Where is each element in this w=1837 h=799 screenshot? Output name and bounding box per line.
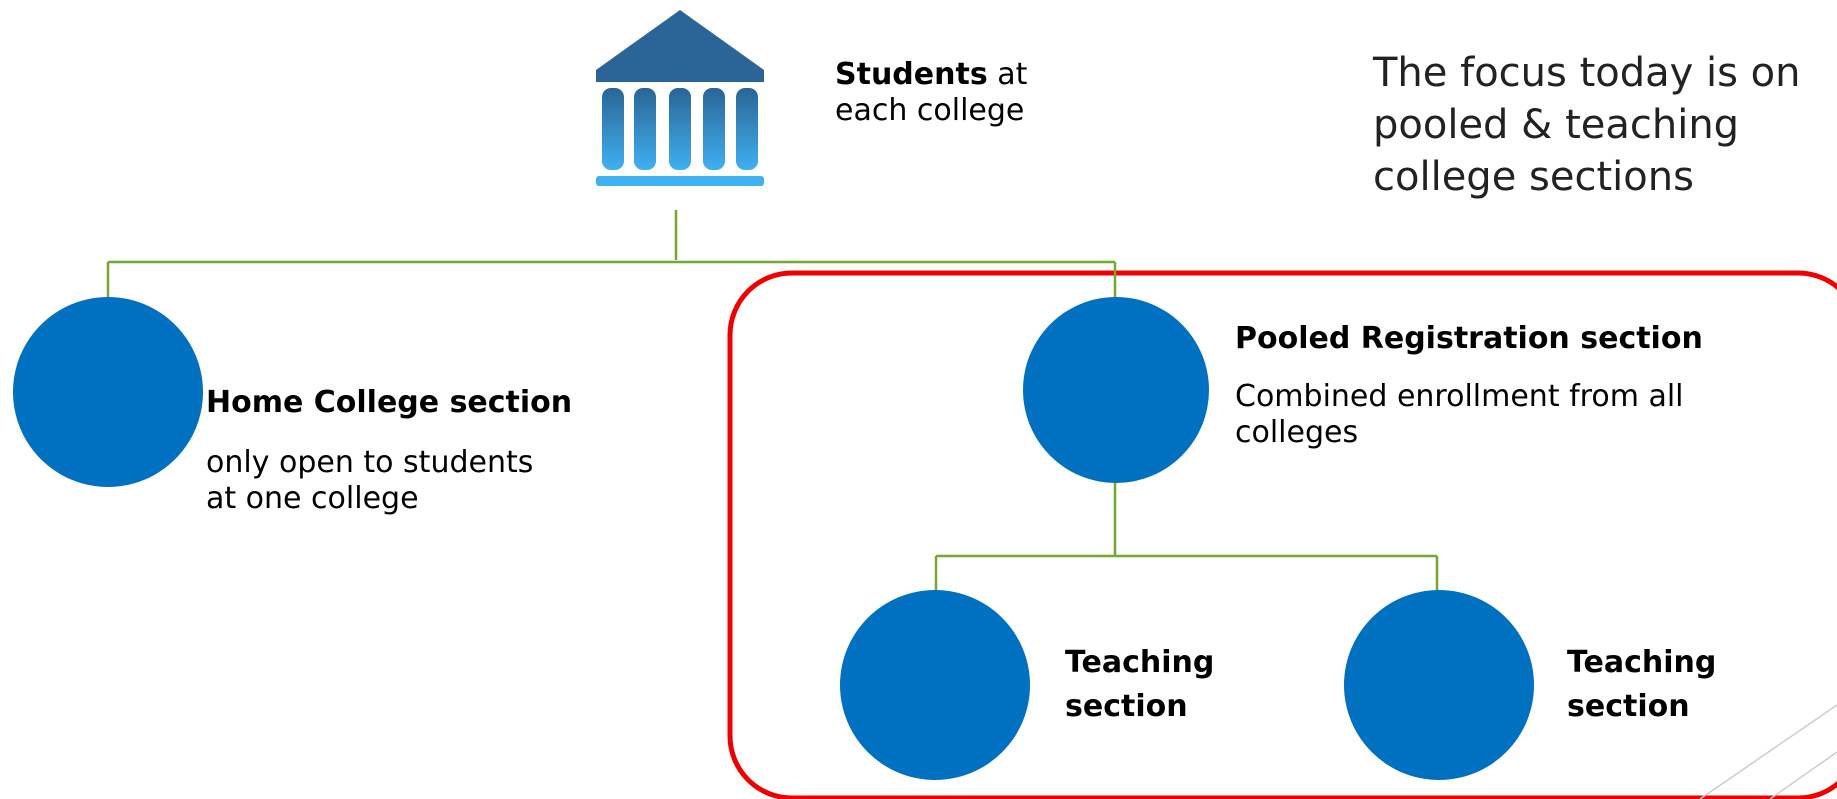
focus-note-line2: pooled & teaching bbox=[1373, 102, 1740, 148]
focus-note-line1: The focus today is on bbox=[1373, 50, 1801, 96]
pooled-desc-line1: Combined enrollment from all bbox=[1235, 379, 1684, 414]
bank-building-icon bbox=[594, 8, 766, 188]
students-title-rest: at bbox=[987, 57, 1028, 92]
pooled-title: Pooled Registration section bbox=[1235, 321, 1703, 356]
home-college-title: Home College section bbox=[206, 385, 573, 420]
home-college-desc-line1: only open to students bbox=[206, 445, 534, 480]
teaching-section-left-node bbox=[840, 590, 1030, 780]
home-college-desc-line2: at one college bbox=[206, 481, 419, 516]
teaching-right-line1: Teaching bbox=[1567, 645, 1717, 680]
students-label: Students at bbox=[835, 57, 1027, 93]
teaching-section-right-node bbox=[1344, 590, 1534, 780]
decorative-corner-line bbox=[1769, 751, 1837, 799]
students-subtitle: each college bbox=[835, 93, 1025, 128]
focus-highlight-box bbox=[727, 270, 1837, 799]
teaching-left-line2: section bbox=[1065, 689, 1188, 724]
pooled-registration-node bbox=[1023, 297, 1209, 483]
focus-note-line3: college sections bbox=[1373, 154, 1694, 200]
teaching-right-line2: section bbox=[1567, 689, 1690, 724]
pooled-desc-line2: colleges bbox=[1235, 415, 1359, 450]
decorative-corner-line bbox=[1699, 704, 1837, 799]
teaching-left-line1: Teaching bbox=[1065, 645, 1215, 680]
home-college-node bbox=[13, 297, 203, 487]
students-title-bold: Students bbox=[835, 57, 988, 92]
